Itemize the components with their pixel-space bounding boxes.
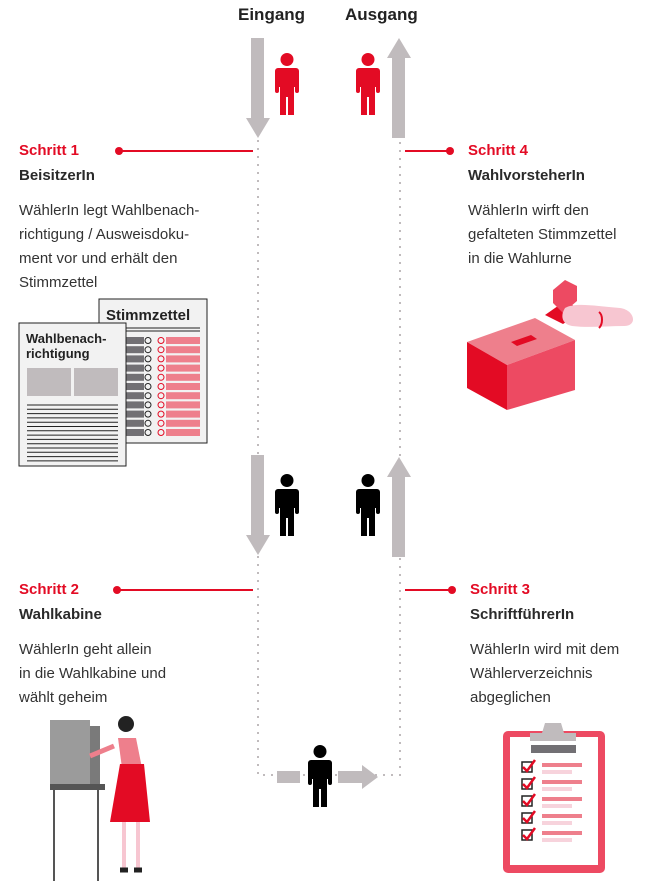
- person-icon: [356, 474, 380, 536]
- step-4-connector: [405, 150, 450, 152]
- step-number: Schritt 4: [468, 142, 529, 159]
- down-arrow-icon: [246, 455, 270, 555]
- documents-illustration: Stimmzettel Wahlbenach- richtigung: [18, 298, 208, 467]
- step-title: SchriftführerIn: [470, 606, 575, 623]
- person-icon: [275, 53, 299, 115]
- step-number: Schritt 1: [19, 142, 80, 159]
- right-arrow-icon: [277, 765, 378, 789]
- person-icon: [356, 53, 380, 115]
- person-icon: [308, 745, 332, 807]
- step-number: Schritt 3: [470, 581, 531, 598]
- step-title: Wahlkabine: [19, 606, 102, 623]
- ballot-box-illustration: [467, 280, 634, 410]
- exit-label: Ausgang: [345, 5, 418, 24]
- down-arrow-icon: [246, 38, 270, 138]
- up-arrow-icon: [387, 38, 411, 138]
- step-number: Schritt 2: [19, 581, 80, 598]
- step-3-connector: [405, 589, 452, 591]
- person-icon: [275, 474, 299, 536]
- clipboard-illustration: [503, 723, 605, 873]
- ballot-title: Stimmzettel: [106, 307, 190, 324]
- step-description: WählerIn legt Wahlbenach-richtigung / Au…: [19, 202, 200, 291]
- svg-text:Wahlbenach-: Wahlbenach-: [26, 331, 106, 346]
- arrow-icons: [246, 38, 411, 789]
- step-1-connector: [119, 150, 253, 152]
- step-2: Schritt 2 Wahlkabine WählerIn geht allei…: [19, 581, 239, 710]
- step-1: Schritt 1 BeisitzerIn WählerIn legt Wahl…: [19, 142, 239, 295]
- voting-booth-illustration: [50, 716, 150, 881]
- step-title: WahlvorsteherIn: [468, 167, 585, 184]
- svg-text:richtigung: richtigung: [26, 346, 90, 361]
- step-title: BeisitzerIn: [19, 167, 95, 184]
- up-arrow-icon: [387, 457, 411, 557]
- step-4: Schritt 4 WahlvorsteherIn WählerIn wirft…: [468, 142, 647, 271]
- step-2-connector: [117, 589, 253, 591]
- step-3: Schritt 3 SchriftführerIn WählerIn wird …: [470, 581, 647, 710]
- entrance-label: Eingang: [238, 5, 306, 24]
